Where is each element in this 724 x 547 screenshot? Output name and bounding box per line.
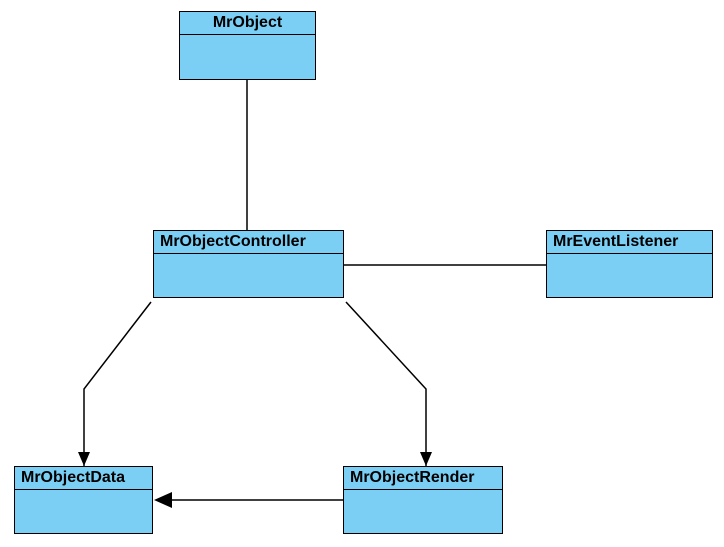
class-box-mreventlistener[interactable]: MrEventListener	[546, 230, 713, 298]
class-box-mrobjectcontroller[interactable]: MrObjectController	[153, 230, 344, 298]
class-box-mrobjectdata[interactable]: MrObjectData	[14, 466, 153, 534]
class-box-mrobject[interactable]: MrObject	[179, 11, 316, 80]
arrowhead-controller-data	[78, 452, 90, 466]
arrow-line-controller-render	[345, 301, 427, 466]
arrow-line-controller-data	[83, 301, 152, 466]
class-name-mrobject: MrObject	[180, 12, 315, 35]
class-name-mrobjectrender: MrObjectRender	[344, 467, 502, 490]
class-name-mreventlistener: MrEventListener	[547, 231, 712, 254]
arrowhead-render-data	[154, 492, 172, 508]
class-name-mrobjectdata: MrObjectData	[15, 467, 152, 490]
class-box-mrobjectrender[interactable]: MrObjectRender	[343, 466, 503, 534]
class-name-mrobjectcontroller: MrObjectController	[154, 231, 343, 254]
arrowhead-controller-render	[420, 452, 432, 466]
